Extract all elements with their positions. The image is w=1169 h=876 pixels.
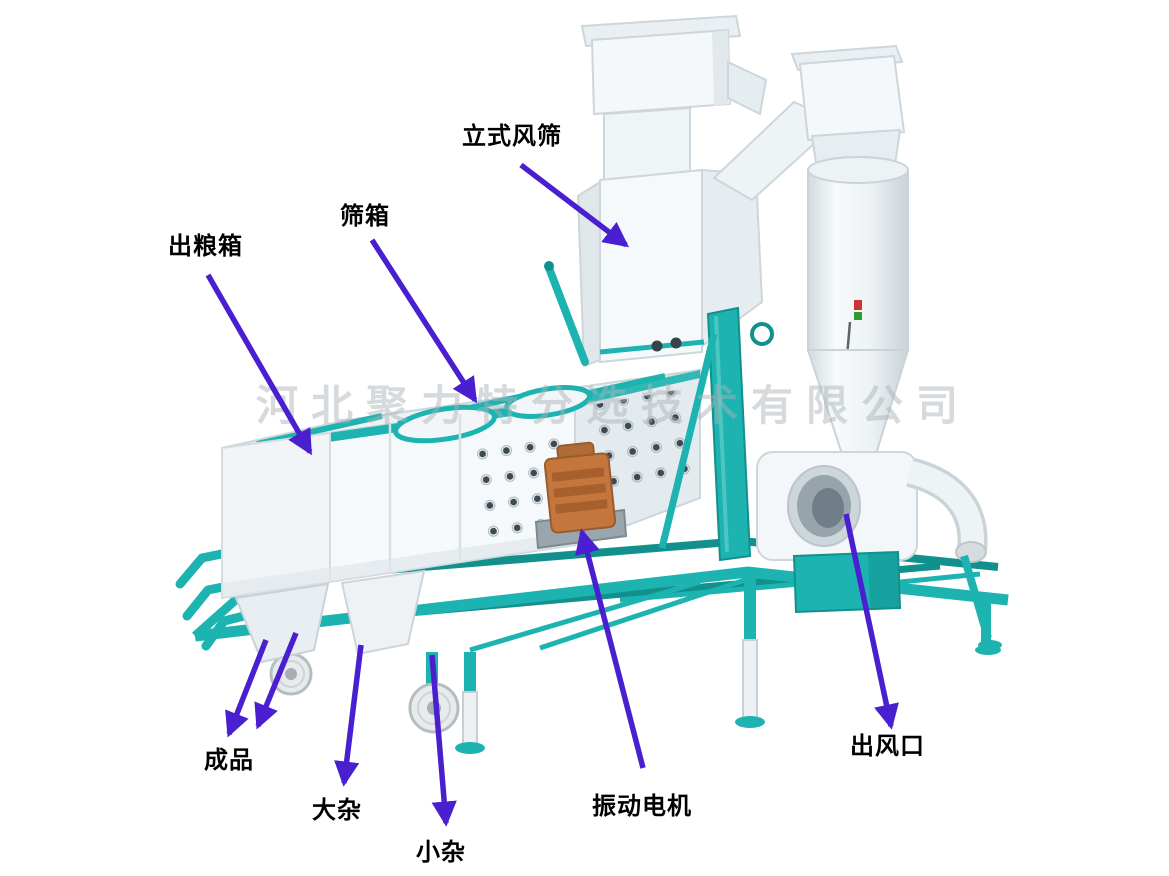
pulley: [750, 322, 774, 346]
elevator-spout: [727, 60, 768, 116]
bolt-row: [463, 423, 577, 543]
elevator-head: [590, 28, 732, 116]
leg-mid-left: [408, 652, 460, 734]
sieve-box: [221, 368, 701, 664]
tower-front-panel: [599, 168, 703, 364]
discharge-pipe: [906, 460, 985, 552]
cyclone-inlet-box: [798, 54, 906, 142]
inspection-hatch: [393, 404, 497, 444]
leg-mid-right: [735, 575, 765, 728]
product-hopper: [234, 582, 330, 664]
impurity-chute: [340, 569, 426, 656]
tower-supports: [544, 261, 774, 562]
label-finished-product: 成品: [204, 746, 254, 774]
cyclone-cone: [806, 349, 910, 455]
bolt-row: [592, 388, 700, 494]
inspection-hatch: [503, 385, 593, 419]
label-grain-outlet-box: 出粮箱: [168, 232, 243, 260]
label-vertical-air-screen: 立式风筛: [462, 122, 562, 150]
label-small-impurities: 小杂: [416, 838, 466, 866]
cyclone-cylinder: [807, 169, 909, 351]
label-sieve-box: 筛箱: [340, 202, 390, 230]
label-vibration-motor: 振动电机: [592, 792, 692, 820]
label-large-impurities: 大杂: [312, 796, 362, 824]
leg-center: [455, 652, 485, 754]
label-air-outlet: 出风口: [850, 732, 925, 760]
